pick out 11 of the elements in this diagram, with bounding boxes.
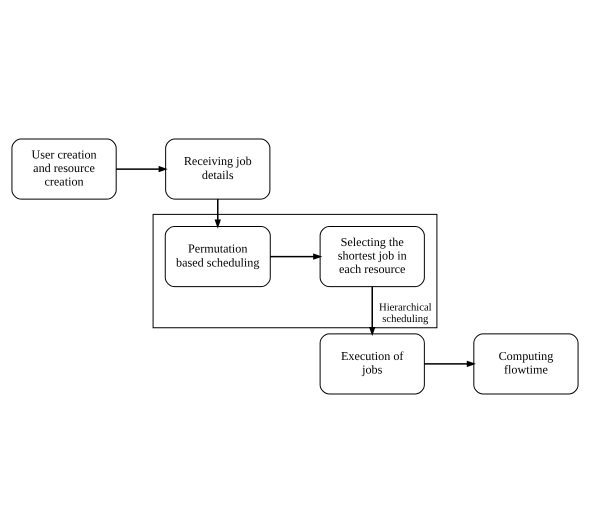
arrow (214, 198, 221, 228)
arrow (270, 252, 322, 260)
node-box: Computing flowtime (473, 332, 579, 394)
node-box: User creation and resource creation (11, 138, 117, 200)
node-box: Selecting the shortest job in each resource (320, 226, 425, 287)
arrow (424, 360, 476, 367)
node-box: Receiving job details (165, 138, 270, 200)
arrow (116, 165, 168, 172)
node-box: Permutation based scheduling (164, 226, 271, 287)
node-box: Execution of jobs (320, 332, 425, 394)
arrow (369, 286, 376, 336)
